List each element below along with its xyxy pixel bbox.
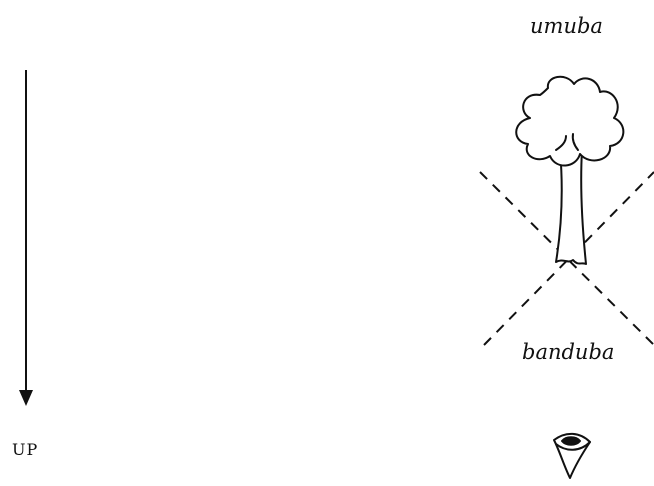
tree-icon bbox=[515, 75, 625, 265]
label-banduba: banduba bbox=[522, 340, 615, 364]
eye-icon bbox=[553, 432, 591, 479]
label-umuba: umuba bbox=[530, 14, 603, 38]
dashed-cross bbox=[479, 171, 654, 346]
label-up: UP bbox=[12, 440, 39, 459]
down-arrow bbox=[19, 70, 33, 406]
